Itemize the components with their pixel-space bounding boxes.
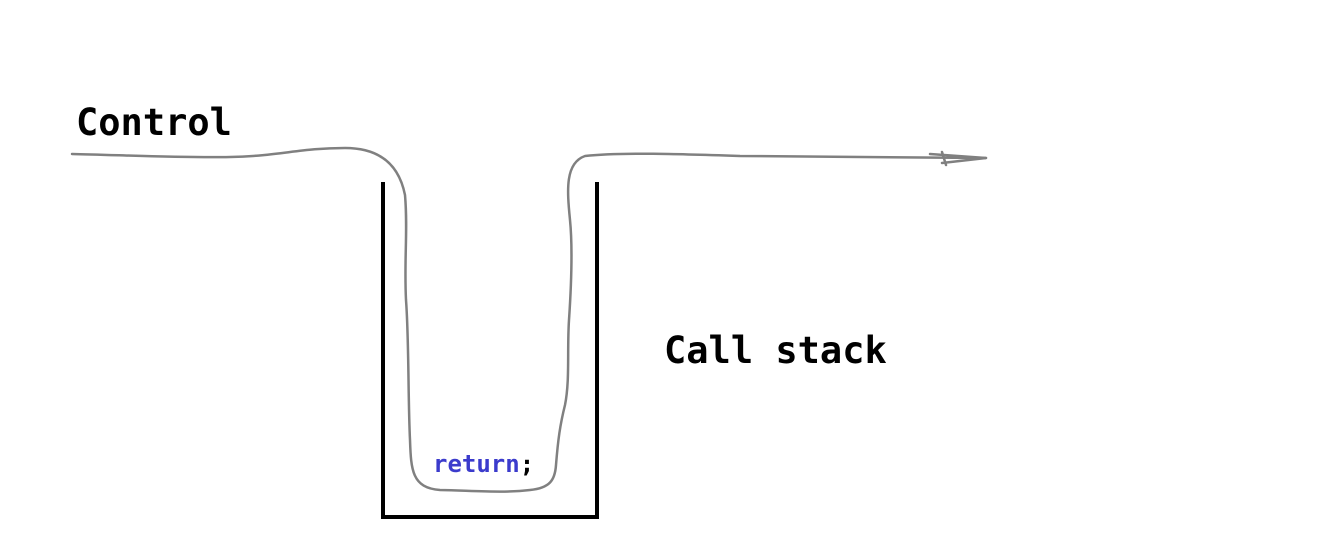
- control-flow-line: [70, 146, 988, 493]
- arrow-head: [928, 150, 988, 167]
- call-stack-label: Call stack: [664, 329, 887, 372]
- return-statement: return;: [433, 452, 534, 476]
- semicolon: ;: [519, 450, 535, 478]
- return-keyword: return: [433, 450, 520, 478]
- control-label: Control: [76, 101, 232, 144]
- call-stack-container: [381, 182, 599, 519]
